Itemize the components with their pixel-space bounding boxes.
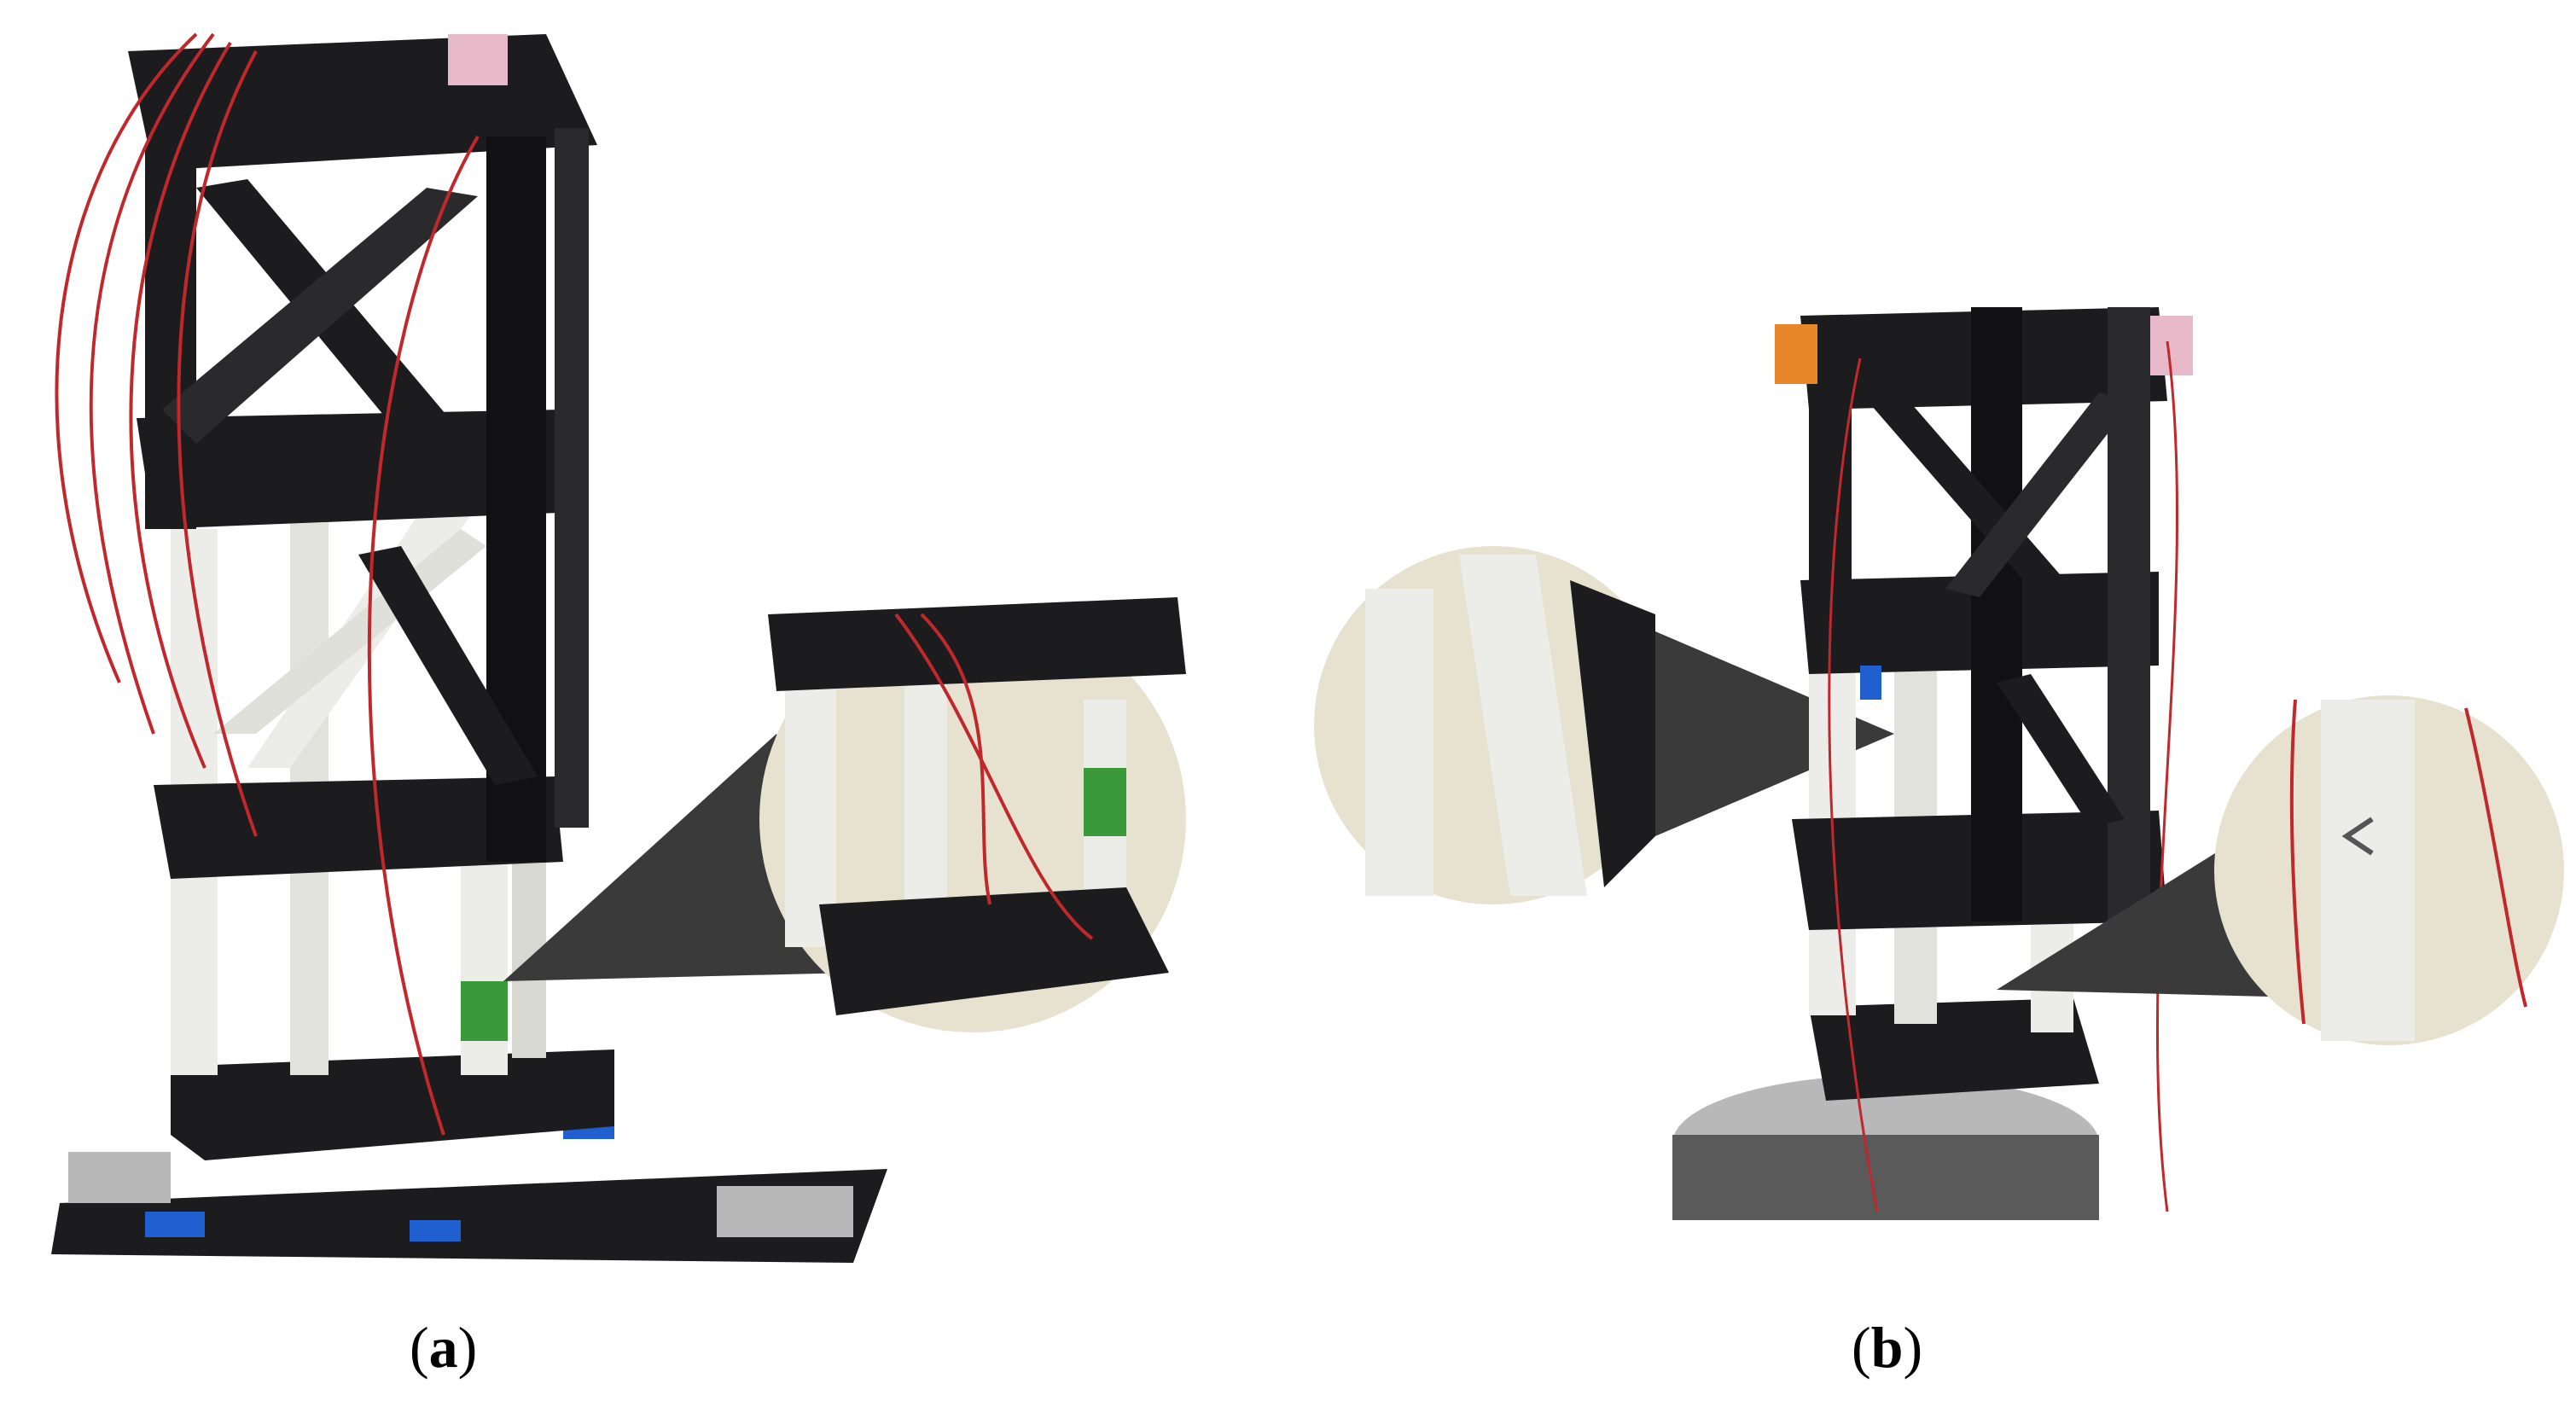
zoom-b-right-column — [2321, 700, 2415, 1041]
zoom-a-wires — [894, 613, 1094, 940]
black-column-left — [145, 145, 196, 529]
zoom-a-top-frame — [768, 597, 1186, 691]
zoom-a-bottom-plate — [819, 887, 1169, 1015]
base-plate — [51, 1169, 887, 1263]
blue-tape-1 — [145, 1212, 205, 1237]
blue-tape-2 — [410, 1220, 461, 1241]
load-cell-left — [68, 1152, 171, 1203]
bottom-platform — [171, 1049, 614, 1160]
red-wires-b — [1828, 340, 2179, 1212]
zoom-b-left-cracked-strut — [1459, 555, 1587, 896]
zoom-b-left-column — [1365, 589, 1433, 896]
caption-b-letter: b — [1870, 1315, 1904, 1380]
pink-label-b — [2150, 316, 2193, 375]
black-diagonal-b-2 — [1945, 392, 2133, 597]
black-diagonal-1 — [196, 179, 478, 478]
zoom-a-gauge — [1084, 768, 1126, 836]
blue-tape-b — [1860, 666, 1881, 700]
orange-label — [1775, 324, 1817, 384]
zoom-b-right-wires — [2289, 699, 2527, 1025]
pink-label — [448, 34, 508, 85]
strain-gauge — [461, 981, 508, 1041]
zoom-b-left-frame — [1570, 580, 1655, 887]
callout-wedge-b-left — [1655, 631, 1894, 836]
black-diagonal-2 — [162, 188, 478, 444]
black-diagonal-3 — [358, 546, 538, 785]
white-column-back — [512, 836, 546, 1058]
tier-middle — [154, 776, 563, 879]
tier-upper — [137, 410, 580, 529]
red-wires — [55, 32, 480, 1136]
caption-a: (a) — [410, 1315, 478, 1380]
zoom-b-right-crack — [2341, 817, 2374, 856]
white-column-mid — [290, 478, 329, 1075]
black-column-b-center — [1971, 307, 2022, 922]
panel-b — [1212, 0, 2576, 1297]
load-cell-right — [717, 1186, 853, 1237]
caption-b: (b) — [1852, 1315, 1923, 1380]
caption-a-letter: a — [428, 1315, 458, 1380]
panel-b-photo — [1314, 307, 2564, 1220]
black-column-far — [555, 128, 589, 828]
turntable-body — [1672, 1135, 2099, 1220]
panel-a-photo — [51, 32, 1186, 1263]
panel-a — [0, 0, 1212, 1297]
bottom-platform-b — [1809, 998, 2099, 1101]
black-diagonal-b-3 — [1997, 674, 2125, 828]
